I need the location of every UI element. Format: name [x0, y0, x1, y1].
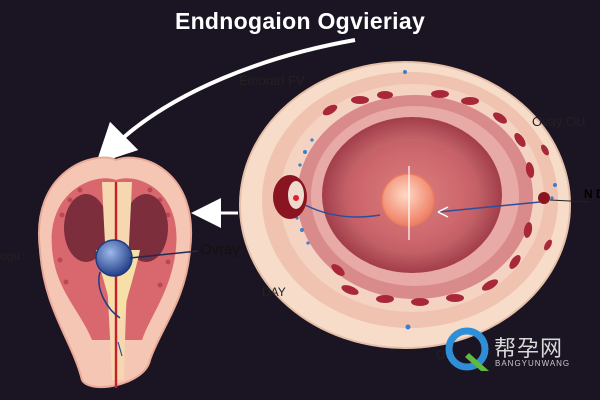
- ovary-pointer: [129, 250, 199, 259]
- pointer-line-right: [549, 199, 591, 203]
- label-right-edge: N D: [584, 188, 600, 200]
- q-circle-logo-icon: [445, 327, 489, 371]
- label-top: Emorarl FV: [239, 73, 305, 88]
- label-right: Ovay OU: [532, 114, 586, 129]
- watermark: 帮孕网 BANGYUNWANG: [445, 325, 595, 377]
- label-left: ogu: [0, 249, 21, 263]
- follicle: [381, 173, 435, 227]
- pointer-line-follicle: [437, 201, 541, 213]
- curved-arrow: [95, 38, 356, 165]
- watermark-subtext: BANGYUNWANG: [495, 359, 571, 368]
- tissue-vessels: [322, 90, 552, 306]
- blue-dots: [295, 70, 557, 330]
- label-bottom: O: [436, 348, 446, 362]
- pointer-line-cross-section: [304, 204, 381, 218]
- label-ovary: Ovray: [200, 241, 241, 258]
- uterus-organ: [37, 156, 199, 389]
- watermark-text: 帮孕网: [494, 337, 564, 362]
- diagram-title: Endnogaion Ogvieriay: [174, 8, 426, 34]
- ovary-cross-section: [239, 61, 571, 349]
- ovary-blob: [95, 239, 133, 277]
- label-day: DAY: [262, 285, 286, 299]
